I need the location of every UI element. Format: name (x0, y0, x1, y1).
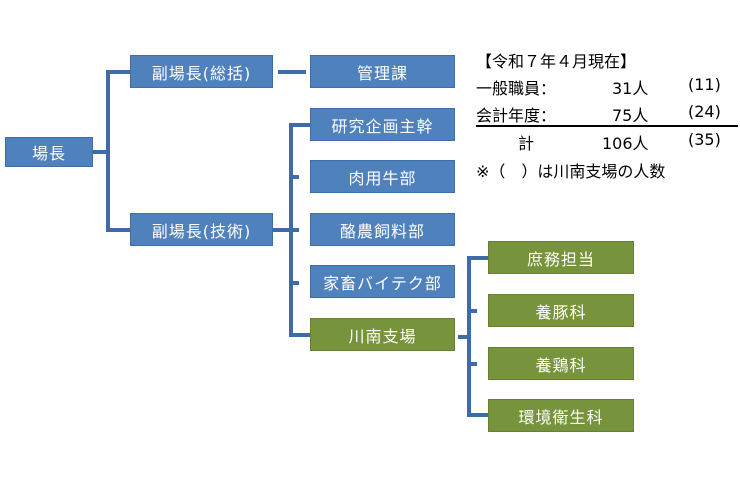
total-divider (476, 125, 738, 127)
org-box-deputy-general: 副場長(総括) (130, 55, 273, 88)
connector-tech-1 (289, 123, 310, 127)
connector-branch-4 (467, 413, 488, 417)
connector-branch-1 (467, 256, 488, 260)
staff-row-label: 計 (518, 134, 535, 153)
staff-info-note: ※（ ）は川南支場の人数 (476, 162, 666, 181)
connector-tech-2 (289, 175, 299, 179)
connector-tech (273, 228, 293, 232)
staff-row-label: 会計年度： (476, 106, 557, 125)
staff-row-regular: 一般職員： 31人 (11) (476, 75, 736, 98)
connector-branch-vertical (467, 256, 471, 416)
org-box-general-affairs: 庶務担当 (488, 241, 634, 274)
connector-root-vertical (106, 70, 110, 232)
connector-general (278, 70, 306, 74)
org-box-research-planning: 研究企画主幹 (310, 108, 455, 141)
org-box-kawaminami-branch: 川南支場 (310, 318, 455, 351)
connector-branch-2 (467, 309, 477, 313)
connector-tech-3 (289, 228, 299, 232)
staff-row-count: 106人 (602, 134, 649, 153)
connector-branch-3 (467, 362, 477, 366)
staff-row-label: 一般職員： (476, 79, 557, 98)
staff-row-branch: (35) (688, 130, 721, 149)
staff-row-branch: (11) (688, 75, 721, 94)
org-box-dairy-feed: 酪農飼料部 (310, 213, 455, 246)
org-box-admin-section: 管理課 (310, 55, 455, 88)
staff-row-branch: (24) (688, 102, 721, 121)
staff-row-count: 75人 (612, 106, 649, 125)
org-box-deputy-technical: 副場長(技術) (130, 213, 273, 246)
connector-branch (458, 335, 470, 339)
org-box-poultry: 養鶏科 (488, 347, 634, 380)
connector-deputy2 (106, 228, 130, 232)
org-box-livestock-biotech: 家畜バイテク部 (310, 265, 455, 298)
staff-info: 【令和７年４月現在】 一般職員： 31人 (11) 会計年度： 75人 (24)… (476, 48, 738, 188)
connector-deputy1 (106, 70, 130, 74)
staff-row-count: 31人 (612, 79, 649, 98)
staff-row-fiscal: 会計年度： 75人 (24) (476, 102, 736, 125)
org-box-swine: 養豚科 (488, 294, 634, 327)
staff-info-title: 【令和７年４月現在】 (476, 52, 637, 71)
staff-row-total: 計 106人 (35) (476, 130, 736, 153)
connector-tech-4 (289, 281, 299, 285)
org-box-director: 場長 (5, 137, 93, 167)
org-box-beef-cattle: 肉用牛部 (310, 160, 455, 193)
org-box-environmental-hygiene: 環境衛生科 (488, 399, 634, 432)
connector-tech-5 (289, 333, 310, 337)
connector-root (93, 150, 107, 154)
